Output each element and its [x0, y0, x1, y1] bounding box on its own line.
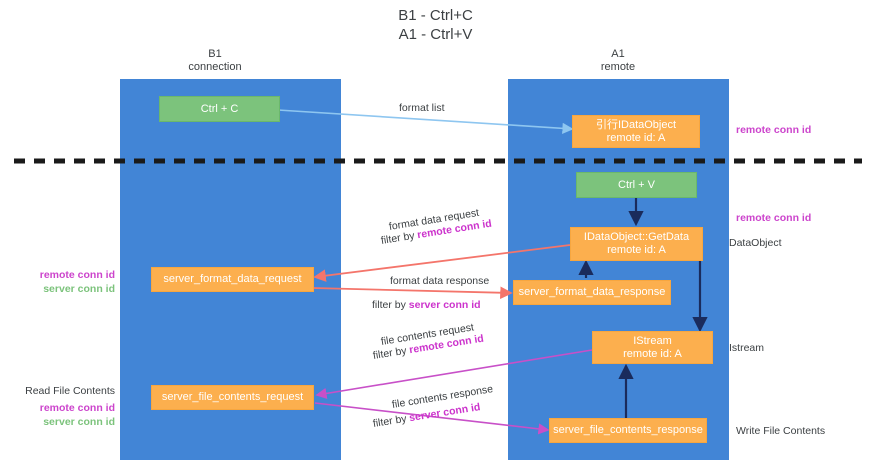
lane-header-a1-title: A1	[611, 48, 625, 60]
node-ctrl-v[interactable]: Ctrl + V	[576, 172, 697, 198]
annotation-right-remote-conn-id-mid: remote conn id	[736, 212, 812, 224]
lane-header-b1: B1 connection	[150, 48, 280, 74]
annotation-left-remote-conn-id-2: remote conn id	[39, 402, 115, 414]
lane-header-b1-subtitle: connection	[188, 61, 242, 73]
node-server-format-data-response[interactable]: server_format_data_response	[513, 280, 671, 305]
node-server-format-data-request-label: server_format_data_request	[163, 273, 302, 285]
diagram-title: B1 - Ctrl+C A1 - Ctrl+V	[0, 6, 871, 44]
filter-prefix-1: filter by	[380, 229, 419, 247]
diagram-title-line-1: B1 - Ctrl+C	[398, 7, 473, 24]
annotation-right-istream: Istream	[729, 342, 765, 354]
annotation-left-read-file-contents-block: Read File Contents	[0, 384, 115, 398]
annotation-left-read-file-contents: Read File Contents	[25, 385, 115, 397]
node-getdata-line-2: remote id: A	[607, 244, 666, 256]
annotation-right-remote-conn-id-top: remote conn id	[736, 124, 812, 136]
diagram-title-line-2: A1 - Ctrl+V	[398, 26, 473, 43]
edge-label-format-data-response: format data response	[390, 275, 490, 287]
node-idataobject-top-line-2: remote id: A	[606, 131, 666, 144]
edge-label-format-list: format list	[399, 102, 445, 114]
node-istream-line-2: remote id: A	[623, 347, 682, 360]
node-istream-line-1: IStream	[633, 334, 672, 347]
lane-header-a1-subtitle: remote	[600, 61, 636, 73]
node-getdata-line-1: IDataObject::GetData	[583, 231, 690, 243]
annotation-left-remote-conn-id: remote conn id	[39, 269, 115, 281]
node-server-file-contents-request[interactable]: server_file_contents_request	[151, 385, 314, 410]
connector-format-data-response	[312, 286, 513, 300]
node-idataobject-top-line-1: 引行IDataObject	[595, 118, 677, 131]
node-server-file-contents-request-label: server_file_contents_request	[161, 391, 304, 403]
node-ctrl-c-label: Ctrl + C	[200, 102, 239, 115]
filter-prefix-4: filter by	[372, 412, 411, 430]
node-server-format-data-response-label: server_format_data_response	[518, 286, 666, 298]
filter-key-server-conn-id-1: server conn id	[408, 299, 481, 311]
node-server-file-contents-response-label: server_file_contents_response	[553, 424, 703, 436]
node-ctrl-v-label: Ctrl + V	[618, 178, 655, 191]
edge-label-format-data-response-filter: filter by server conn id	[372, 298, 481, 312]
node-istream[interactable]: IStream remote id: A	[592, 331, 713, 364]
filter-prefix-2: filter by	[372, 299, 409, 311]
annotation-left-server-conn-id-2: server conn id	[43, 416, 115, 428]
lane-header-b1-title: B1	[208, 48, 222, 60]
node-ctrl-c[interactable]: Ctrl + C	[159, 96, 280, 122]
annotation-right-dataobject: DataObject	[729, 237, 782, 249]
annotation-left-server-conn-id: server conn id	[43, 283, 115, 295]
filter-prefix-3: filter by	[372, 344, 411, 362]
lane-header-a1: A1 remote	[553, 48, 683, 74]
node-idataobject-top[interactable]: 引行IDataObject remote id: A	[572, 115, 700, 148]
node-server-file-contents-response[interactable]: server_file_contents_response	[549, 418, 707, 443]
annotation-right-write-file-contents: Write File Contents	[736, 425, 826, 437]
annotation-left-conn-ids: remote conn id server conn id	[0, 268, 115, 296]
node-idataobject-getdata[interactable]: IDataObject::GetData remote id: A	[570, 227, 703, 261]
node-server-format-data-request[interactable]: server_format_data_request	[151, 267, 314, 292]
annotation-left-conn-ids-2: remote conn id server conn id	[0, 401, 115, 429]
